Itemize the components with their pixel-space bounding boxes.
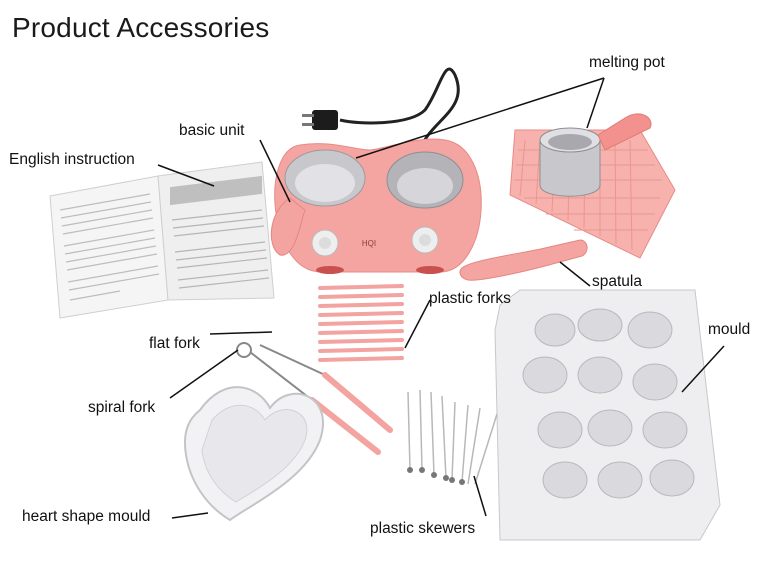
label-flat-fork: flat fork [149, 335, 200, 352]
label-heart-shape-mould: heart shape mould [22, 508, 151, 525]
label-melting-pot: melting pot [589, 54, 665, 71]
label-mould: mould [708, 321, 751, 338]
label-plastic-forks: plastic forks [429, 290, 511, 307]
plug [302, 110, 338, 130]
flat-fork [259, 344, 393, 433]
label-plastic-skewers: plastic skewers [370, 520, 476, 537]
spiral-fork [236, 342, 381, 455]
plastic-forks [318, 284, 404, 362]
skewer-beads [407, 467, 465, 485]
power-cord [339, 67, 460, 151]
brand-mark: HQI [362, 239, 376, 248]
label-basic-unit: basic unit [179, 122, 245, 139]
instruction-booklet [49, 161, 275, 319]
spatula [459, 239, 588, 281]
plastic-skewers [407, 389, 498, 485]
heart-mould [184, 386, 324, 522]
label-spatula: spatula [592, 273, 642, 290]
melting-pot [539, 113, 652, 197]
label-spiral-fork: spiral fork [88, 399, 156, 416]
mould-tray [494, 289, 721, 541]
basic-unit [270, 138, 482, 274]
label-english-instruction: English instruction [9, 151, 135, 168]
leader-lines [157, 77, 725, 519]
page-title: Product Accessories [12, 12, 270, 43]
